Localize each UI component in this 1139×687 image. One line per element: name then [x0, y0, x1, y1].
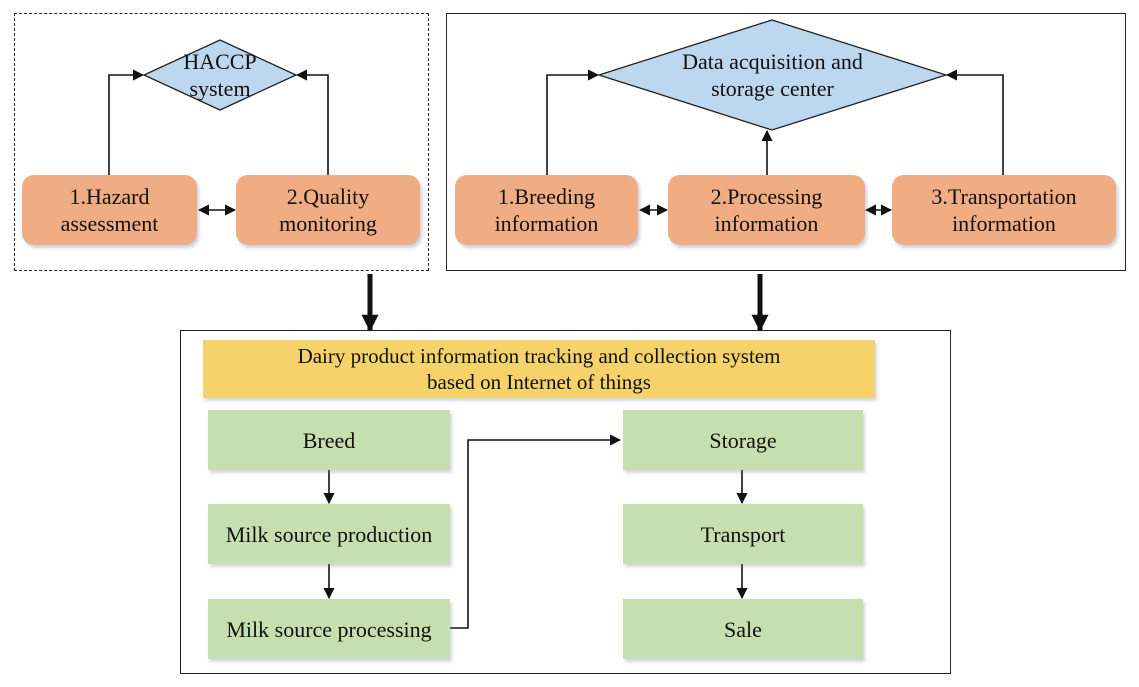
step-transport: Transport — [623, 504, 863, 564]
processing-line1: 2.Processing — [710, 184, 823, 209]
step-sale: Sale — [623, 599, 863, 659]
data-center-title-line1: Data acquisition and — [682, 49, 863, 74]
system-title-box: Dairy product information tracking and c… — [203, 340, 875, 398]
quality-monitoring-box: 2.Quality monitoring — [236, 175, 420, 245]
breeding-to-center-arrow — [546, 69, 600, 175]
transport-line1: 3.Transportation — [931, 184, 1077, 209]
transportation-information-box: 3.Transportation information — [892, 175, 1116, 245]
quality-line1: 2.Quality — [286, 184, 370, 209]
haccp-diamond — [142, 39, 298, 111]
transport-to-center-arrow — [945, 69, 1004, 175]
quality-to-haccp-arrow — [295, 69, 329, 175]
hazard-assessment-box: 1.Hazard assessment — [22, 175, 197, 245]
processing-line2: information — [714, 211, 819, 236]
processing-information-box: 2.Processing information — [668, 175, 865, 245]
step-breed: Breed — [208, 410, 450, 470]
breeding-line1: 1.Breeding — [497, 184, 596, 209]
step-storage: Storage — [623, 410, 863, 470]
data-center-label: Data acquisition and storage center — [640, 48, 905, 102]
haccp-panel — [14, 13, 429, 271]
breeding-line2: information — [494, 211, 599, 236]
haccp-system-label: HACCP system — [160, 48, 280, 102]
data-center-title-line2: storage center — [711, 76, 834, 101]
breeding-information-box: 1.Breeding information — [455, 175, 638, 245]
quality-line2: monitoring — [279, 211, 377, 236]
hazard-to-haccp-arrow — [108, 69, 145, 175]
processing-to-storage-arrow — [450, 434, 622, 629]
tracking-system-panel — [180, 330, 951, 674]
transport-line2: information — [952, 211, 1056, 236]
system-title-line1: Dairy product information tracking and c… — [297, 344, 781, 368]
system-title-line2: based on Internet of things — [427, 370, 651, 394]
haccp-title-line2: system — [189, 76, 251, 101]
haccp-title-line1: HACCP — [183, 49, 257, 74]
step-milk-source-processing: Milk source processing — [208, 599, 450, 659]
hazard-line2: assessment — [60, 211, 159, 236]
step-milk-source-production: Milk source production — [208, 504, 450, 564]
data-center-panel — [446, 13, 1126, 271]
hazard-line1: 1.Hazard — [69, 184, 150, 209]
